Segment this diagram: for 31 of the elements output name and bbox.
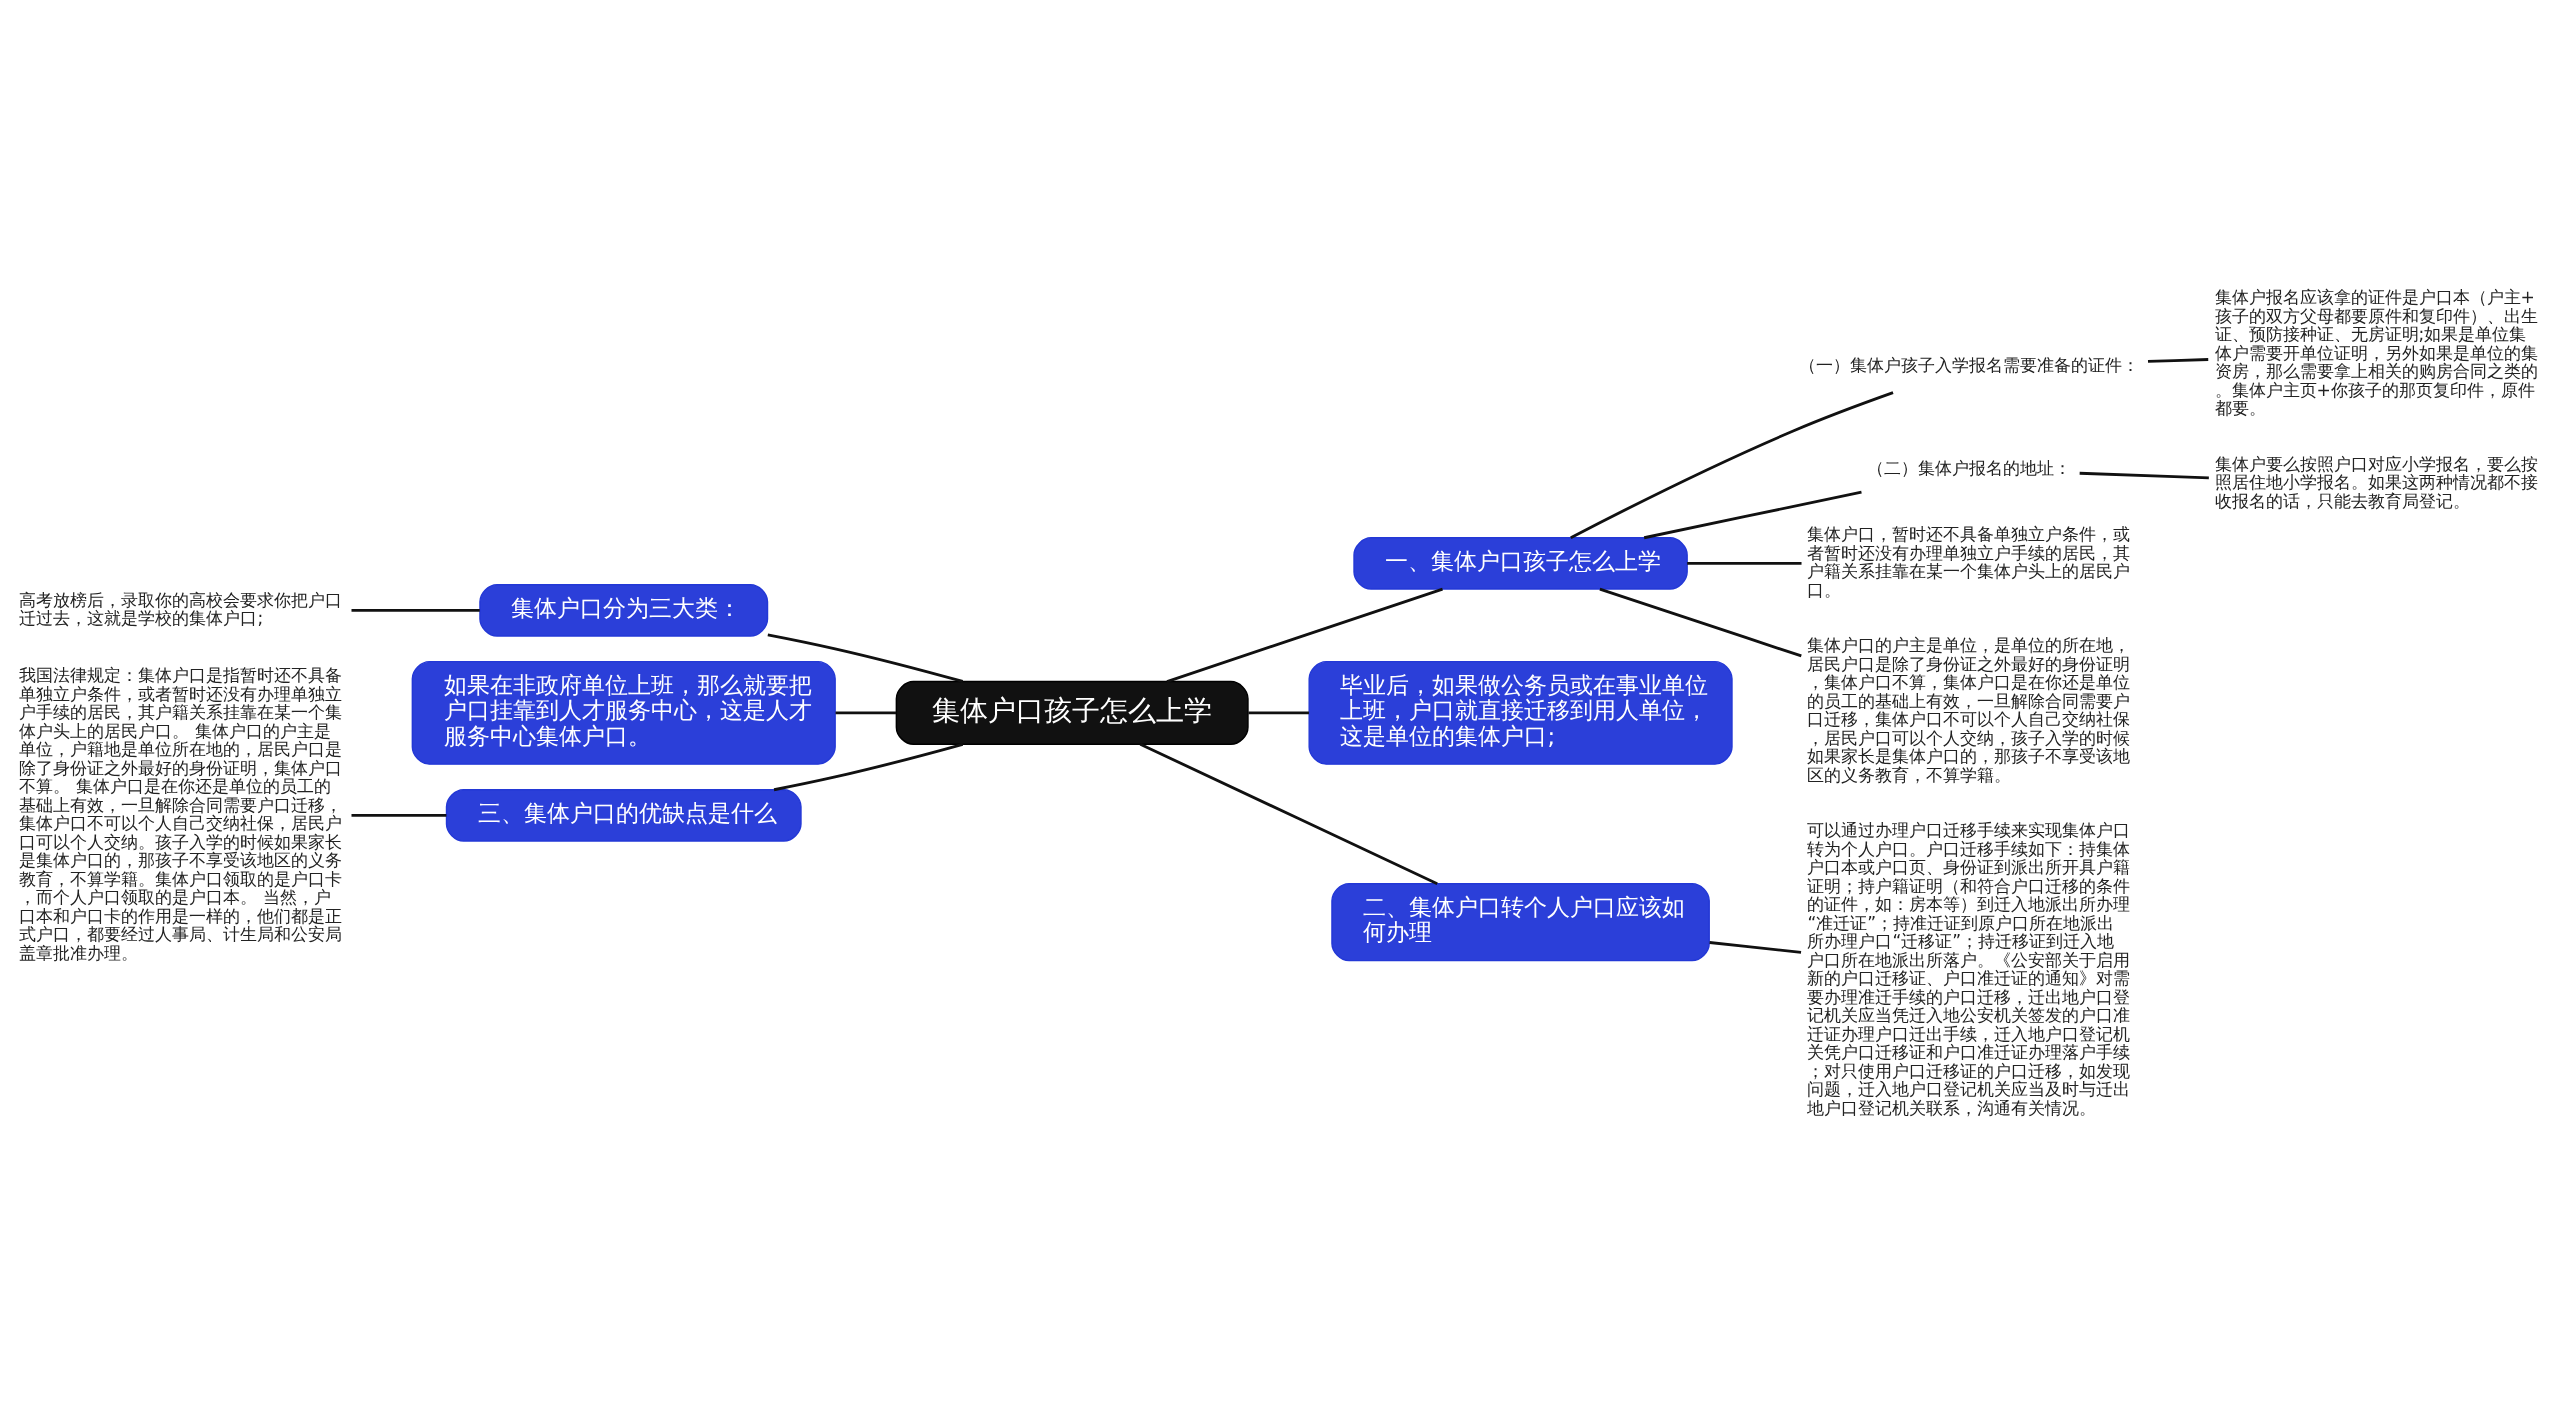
node-box: 如果在非政府单位上班，那么就要把户口挂靠到人才服务中心，这是人才服务中心集体户口。 [411,660,836,765]
node-text: （二）集体户报名的地址： [1867,457,2072,478]
connector [351,608,480,612]
node-text: 集体户口的户主是单位，是单位的所在地，居民户口是除了身份证之外最好的身份证明，集体户口不算，集体户口是在你还是单位的员工的基础上有效，一旦解除合同需要户口迁移，集体户口不可以个人自己交纳社保，居民户口可以个人交纳，孩子入学的时候如果家长是集体户口的，那孩子不享受该地区的义务教育，不算学籍。 [1807,634,2131,785]
node-text: 高考放榜后，录取你的高校会要求你把户口迁过去，这就是学校的集体户口; [19,589,343,628]
connector [351,813,447,817]
connector [773,742,964,791]
connector [835,710,897,714]
node-text: （一）集体户孩子入学报名需要准备的证件： [1798,354,2139,375]
node-box: 集体户口孩子怎么上学 [895,680,1249,745]
connector [1166,587,1443,683]
node-box: 毕业后，如果做公务员或在事业单位上班，户口就直接迁移到用人单位，这是单位的集体户口; [1308,660,1733,765]
connector [1139,742,1438,885]
connector [1248,710,1309,714]
node-box: 集体户口分为三大类： [479,583,769,637]
node-text: 集体户要么按照户口对应小学报名，要么按照居住地小学报名。如果这两种情况都不接收报名的话，只能去教育局登记。 [2214,453,2538,511]
node-text: 集体户报名应该拿的证件是户口本（户主+孩子的双方父母都要原件和复印件）、出生证、预防接种证、无房证明;如果是单位集体户需要开单位证明，另外如果是单位的集资房，那么需要拿上相关的购房合同之类的。集体户主页+你孩子的那页复印件，原件都要。 [2214,286,2538,418]
connector [2147,357,2209,363]
node-text: 集体户口，暂时还不具备单独立户条件，或者暂时还没有办理单独立户手续的居民，其户籍关系挂靠在某一个集体户头上的居民户口。 [1807,523,2131,600]
node-text: 我国法律规定：集体户口是指暂时还不具备单独立户条件，或者暂时还没有办理单独立户手续的居民，其户籍关系挂靠在某一个集体户头上的居民户口。 集体户口的户主是单位，户籍地是单位所在地的，居民户口是除了身份证之外最好的身份证明，集体户口不算。 集体户口是在你还是单位的员工的基础上有效，一旦解除合同需要户口迁移，集体户口不可以个人自己交纳社保，居民户口可以个人交纳。孩子入学的时候如果家长是集体户口的，那孩子不享受该地区的义务教育，不算学籍。集体户口领取的是户口卡，而个人户口领取的是户口本。 当然，户口本和户口卡的作用是一样的，他们都是正式户口，都要经过人事局、计生局和公安局盖章批准办理。 [19,664,343,963]
node-box: 一、集体户口孩子怎么上学 [1353,536,1688,590]
connector [1570,390,1894,539]
connector [2079,471,2209,479]
connector [1687,561,1802,565]
connector [1709,940,1802,954]
connector [1599,587,1802,657]
node-box: 二、集体户口转个人户口应该如何办理 [1331,882,1710,961]
connector [767,632,964,683]
node-text: 可以通过办理户口迁移手续来实现集体户口转为个人户口。户口迁移手续如下：持集体户口本或户口页、身份证到派出所开具户籍证明；持户籍证明（和符合户口迁移的条件的证件，如：房本等）到迁入地派出所办理“准迁证”；持准迁证到原户口所在地派出所办理户口“迁移证”；持迁移证到迁入地户口所在地派出所落户。《公安部关于启用新的户口迁移证、户口准迁证的通知》对需要办理准迁手续的户口迁移，迁出地户口登记机关应当凭迁入地公安机关签发的户口准迁证办理户口迁出手续，迁入地户口登记机关凭户口迁移证和户口准迁证办理落户手续；对只使用户口迁移证的户口迁移，如发现问题，迁入地户口登记机关应当及时与迁出地户口登记机关联系，沟通有关情况。 [1807,819,2131,1118]
connector [1643,490,1862,539]
node-box: 三、集体户口的优缺点是什么 [445,788,802,842]
